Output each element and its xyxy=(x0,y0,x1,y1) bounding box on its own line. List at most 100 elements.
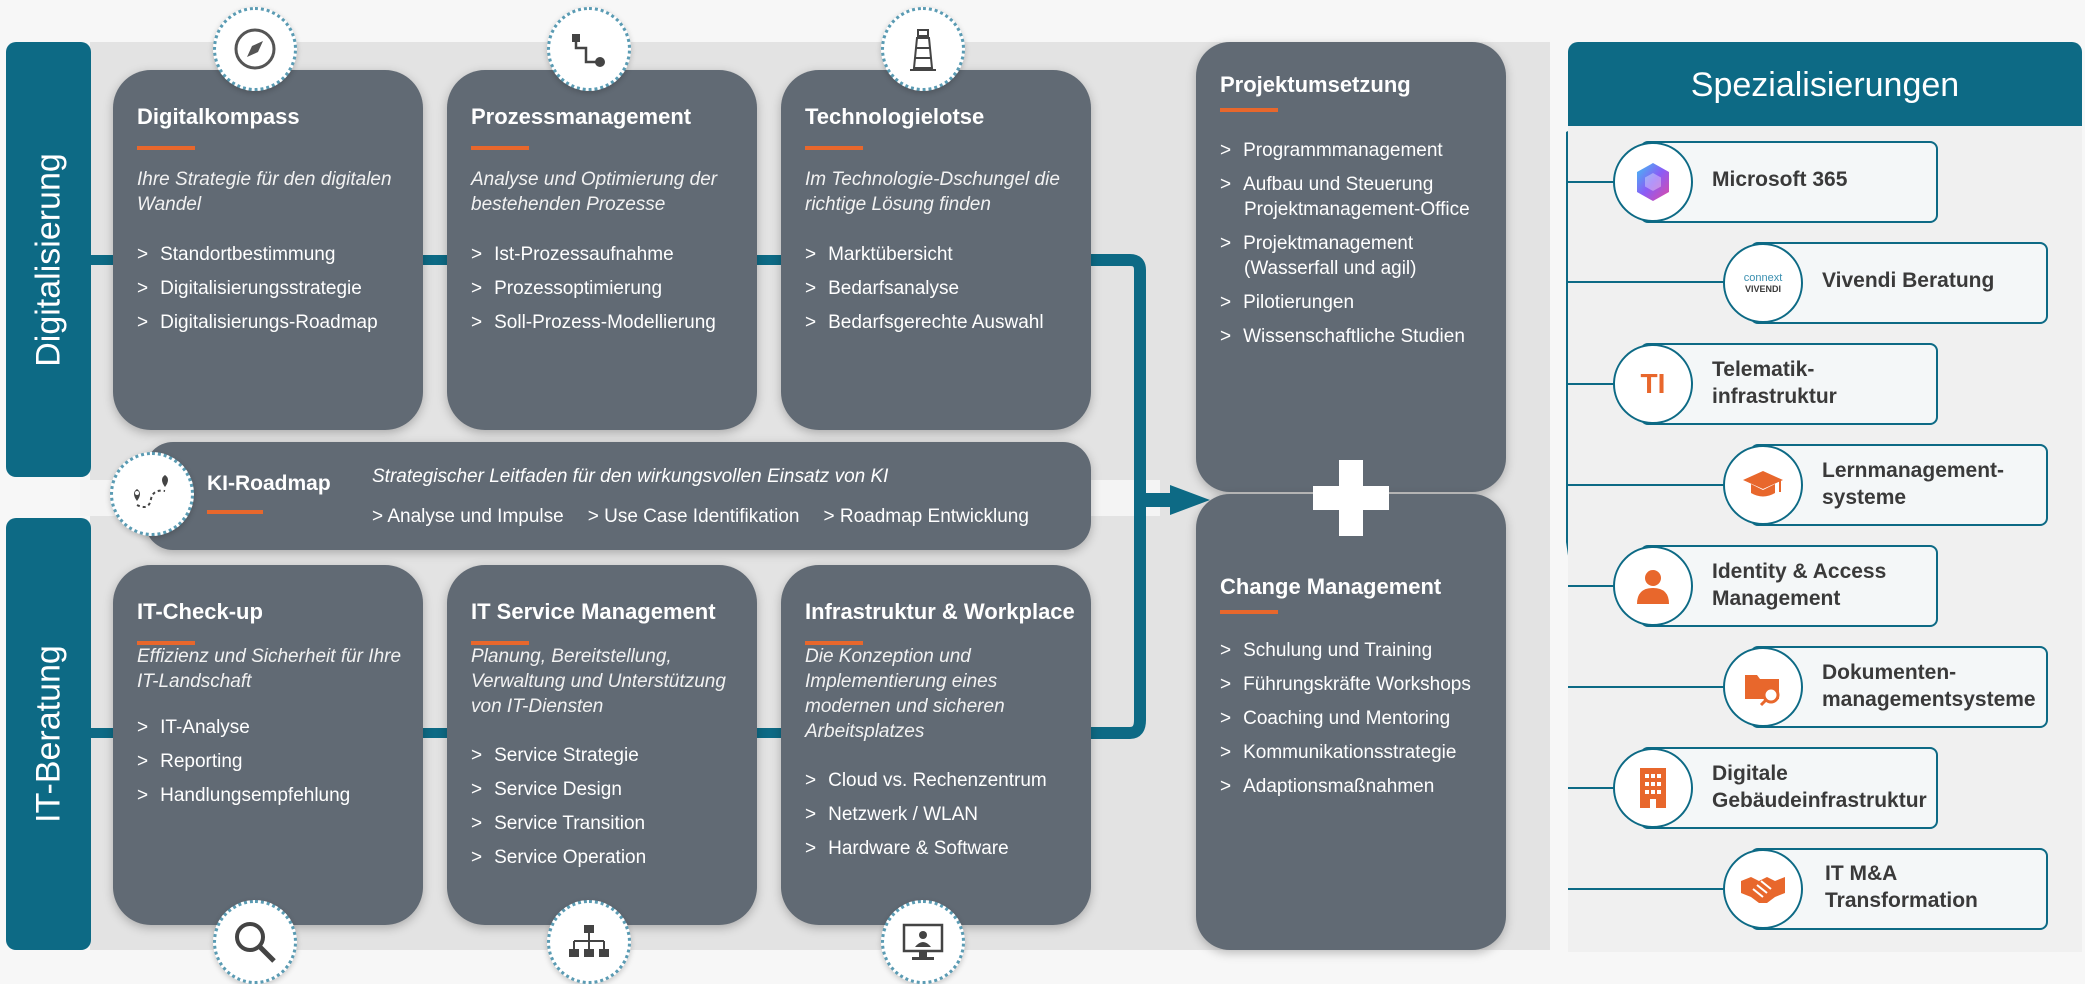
list-item: Wissenschaftliche Studien xyxy=(1220,324,1500,349)
title-underline xyxy=(1220,610,1278,614)
sidebar-digitalisierung-label: Digitalisierung xyxy=(29,152,67,367)
spec-label: Identity & Access Management xyxy=(1712,560,1887,610)
title-underline xyxy=(471,146,529,150)
spec-label: IT M&A Transformation xyxy=(1825,862,1978,912)
card-subtitle: Planung, Bereitstellung, Verwaltung und … xyxy=(471,646,726,717)
list-item: Bedarfsgerechte Auswahl xyxy=(805,310,1043,335)
list-item: Reporting xyxy=(137,749,350,774)
card-list: Marktübersicht Bedarfsanalyse Bedarfsger… xyxy=(805,242,1044,344)
card-subtitle: Analyse und Optimierung der bestehenden … xyxy=(471,169,718,215)
handshake-icon xyxy=(1723,849,1803,929)
list-item: Kommunikationsstrategie xyxy=(1220,740,1471,765)
spec-label: Dokumenten-managementsysteme xyxy=(1822,661,2036,711)
sidebar-digitalisierung: Digitalisierung xyxy=(6,42,91,477)
list-item: Service Design xyxy=(471,777,646,802)
ki-roadmap-bar: KI-Roadmap Strategischer Leitfaden für d… xyxy=(145,442,1091,550)
spec-label: Digitale Gebäudeinfrastruktur xyxy=(1712,762,1927,812)
card-change-management: Change Management Schulung und Training … xyxy=(1196,494,1506,950)
card-title: Prozessmanagement xyxy=(471,104,692,129)
connext-vivendi-logo: connext VIVENDI xyxy=(1723,243,1803,323)
list-item: Handlungsempfehlung xyxy=(137,783,350,808)
card-it-check-up: IT-Check-up Effizienz und Sicherheit für… xyxy=(113,565,423,925)
title-underline xyxy=(805,146,863,150)
bracket-connector xyxy=(1090,254,1210,739)
title-underline xyxy=(1220,108,1278,112)
card-prozessmanagement: Prozessmanagement Analyse und Optimierun… xyxy=(447,70,757,430)
card-title: IT-Check-up xyxy=(137,599,263,624)
card-list: Cloud vs. Rechenzentrum Netzwerk / WLAN … xyxy=(805,768,1047,870)
list-item: Digitalisierungsstrategie xyxy=(137,276,378,301)
spec-line xyxy=(1568,585,1618,587)
title-underline xyxy=(471,641,529,645)
list-item: Netzwerk / WLAN xyxy=(805,802,1047,827)
list-item: Aufbau und Steuerung Projektmanagement-O… xyxy=(1220,172,1500,222)
card-title: IT Service Management xyxy=(471,599,716,624)
list-item: Service Strategie xyxy=(471,743,646,768)
magnifier-icon xyxy=(213,900,297,984)
workplace-monitor-icon xyxy=(881,900,965,984)
card-title: Technologielotse xyxy=(805,104,985,129)
graduation-cap-icon xyxy=(1723,445,1803,525)
card-list: Standortbestimmung Digitalisierungsstrat… xyxy=(137,242,378,344)
list-item: > Roadmap Entwicklung xyxy=(823,506,1029,527)
spec-label: Lernmanagement-systeme xyxy=(1822,459,2005,509)
list-item: Hardware & Software xyxy=(805,836,1047,861)
spec-label: Telematik-infrastruktur xyxy=(1712,358,1837,408)
list-item: Marktübersicht xyxy=(805,242,1044,267)
list-item: Coaching und Mentoring xyxy=(1220,706,1471,731)
card-digitalkompass: Digitalkompass Ihre Strategie für den di… xyxy=(113,70,423,430)
list-item: Ist-Prozessaufnahme xyxy=(471,242,716,267)
ti-icon: TI xyxy=(1613,344,1693,424)
card-list: Service Strategie Service Design Service… xyxy=(471,743,646,879)
spezialisierungen-header: Spezialisierungen xyxy=(1568,42,2082,126)
spec-line xyxy=(1568,281,1728,283)
title-underline xyxy=(137,146,195,150)
sidebar-it-beratung: IT-Beratung xyxy=(6,518,91,950)
spec-label: Microsoft 365 xyxy=(1712,168,1848,191)
spec-line xyxy=(1568,383,1618,385)
list-item: Adaptionsmaßnahmen xyxy=(1220,774,1471,799)
folder-search-icon xyxy=(1723,647,1803,727)
card-technologielotse: Technologielotse Im Technologie-Dschunge… xyxy=(781,70,1091,430)
list-item: Service Operation xyxy=(471,845,646,870)
ki-subtitle: Strategischer Leitfaden für den wirkungs… xyxy=(372,466,889,487)
list-item: Service Transition xyxy=(471,811,646,836)
sidebar-it-beratung-label: IT-Beratung xyxy=(29,645,67,823)
ki-list: > Analyse und Impulse > Use Case Identif… xyxy=(372,506,1029,528)
spec-label: Vivendi Beratung xyxy=(1822,269,1995,292)
card-subtitle: Im Technologie-Dschungel die richtige Lö… xyxy=(805,169,1060,215)
microsoft-365-icon xyxy=(1613,142,1693,222)
card-projektumsetzung: Projektumsetzung Programmmanagement Aufb… xyxy=(1196,42,1506,492)
spec-line xyxy=(1568,888,1728,890)
card-title: Digitalkompass xyxy=(137,104,300,129)
card-title: Infrastruktur & Workplace xyxy=(805,599,1075,624)
title-underline xyxy=(137,641,195,645)
title-underline xyxy=(207,510,263,514)
list-item: Schulung und Training xyxy=(1220,638,1471,663)
list-item: > Use Case Identifikation xyxy=(587,506,800,527)
list-item: Digitalisierungs-Roadmap xyxy=(137,310,378,335)
compass-icon xyxy=(213,7,297,91)
list-item: > Analyse und Impulse xyxy=(372,506,564,527)
process-flow-icon xyxy=(547,7,631,91)
list-item: Programmmanagement xyxy=(1220,138,1500,163)
list-item: IT-Analyse xyxy=(137,715,350,740)
lighthouse-icon xyxy=(881,7,965,91)
card-infrastruktur-workplace: Infrastruktur & Workplace Die Konzeption… xyxy=(781,565,1091,925)
card-list: Schulung und Training Führungskräfte Wor… xyxy=(1220,638,1471,808)
title-underline xyxy=(805,641,863,645)
spec-line xyxy=(1568,181,1618,183)
spec-line xyxy=(1568,787,1618,789)
card-list: IT-Analyse Reporting Handlungsempfehlung xyxy=(137,715,350,817)
card-subtitle: Effizienz und Sicherheit für Ihre IT-Lan… xyxy=(137,646,402,692)
person-icon xyxy=(1613,546,1693,626)
list-item: Cloud vs. Rechenzentrum xyxy=(805,768,1047,793)
list-item: Bedarfsanalyse xyxy=(805,276,1044,301)
card-title: Change Management xyxy=(1220,574,1442,599)
card-subtitle: Ihre Strategie für den digitalen Wandel xyxy=(137,169,392,215)
ki-title: KI-Roadmap xyxy=(207,472,331,495)
list-item: Standortbestimmung xyxy=(137,242,378,267)
list-item: Projektmanagement (Wasserfall und agil) xyxy=(1220,231,1500,281)
card-list: Ist-Prozessaufnahme Prozessoptimierung S… xyxy=(471,242,716,344)
card-title: Projektumsetzung xyxy=(1220,72,1411,97)
